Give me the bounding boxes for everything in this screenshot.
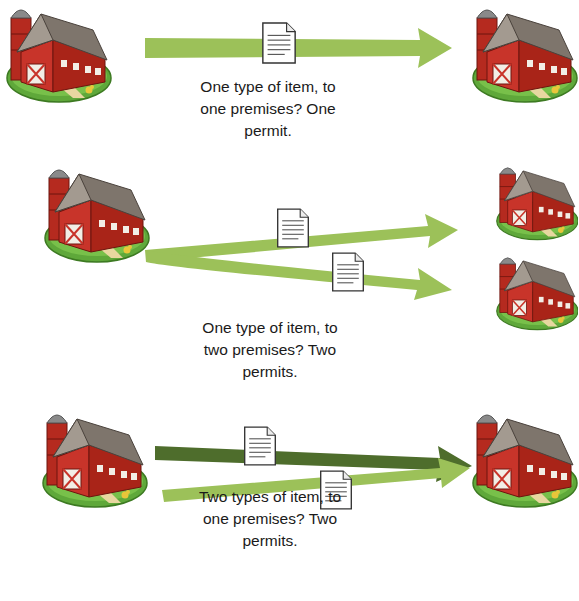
caption-text: One type of item, to two premises? Two p…: [195, 317, 345, 383]
caption-text: Two types of item, to one premises? Two …: [195, 486, 345, 552]
caption-text: One type of item, to one premises? One p…: [193, 76, 343, 142]
